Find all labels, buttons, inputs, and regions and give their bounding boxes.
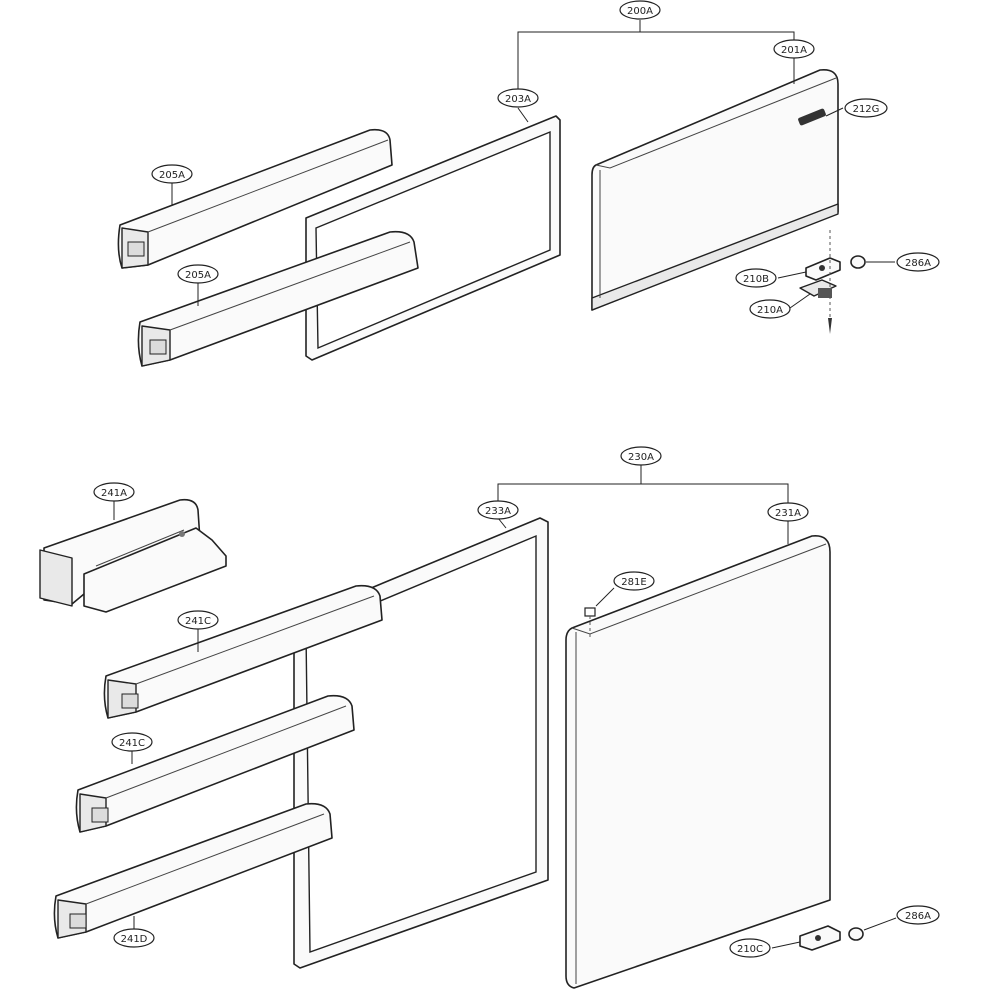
callout-201a: 201A (773, 39, 815, 59)
door-shelf-205a-lower (137, 230, 419, 367)
fridge-door-231a (565, 535, 831, 989)
callout-286a-bottom: 286A (896, 905, 940, 925)
bushing-286a-top (850, 255, 866, 269)
svg-text:203A: 203A (505, 94, 531, 105)
svg-text:205A: 205A (159, 170, 185, 181)
freezer-door-201a (591, 68, 839, 311)
door-shelf-205a-upper (117, 128, 393, 269)
bushing-286a-bottom (848, 927, 864, 941)
svg-text:281E: 281E (621, 577, 646, 588)
callout-210b: 210B (735, 268, 777, 288)
callout-241d: 241D (113, 928, 155, 948)
fridge-door-gasket-233a (293, 517, 549, 969)
svg-text:210C: 210C (737, 944, 763, 955)
callout-241a: 241A (93, 482, 135, 502)
dairy-compartment-241a (39, 498, 227, 613)
door-shelf-241c-upper (103, 584, 383, 719)
callout-286a-top: 286A (896, 252, 940, 272)
callout-210a: 210A (749, 299, 791, 319)
svg-text:241D: 241D (121, 934, 148, 945)
svg-text:233A: 233A (485, 506, 511, 517)
callout-233a: 233A (477, 500, 519, 520)
callout-231a: 231A (767, 502, 809, 522)
freezer-door-gasket-203a (305, 115, 561, 361)
callout-281e: 281E (613, 571, 655, 591)
svg-text:212G: 212G (853, 104, 880, 115)
svg-text:231A: 231A (775, 508, 801, 519)
hinge-210b (805, 257, 841, 281)
svg-text:200A: 200A (627, 6, 653, 17)
hinge-210c (799, 925, 841, 951)
svg-text:241A: 241A (101, 488, 127, 499)
callout-203a: 203A (497, 88, 539, 108)
svg-text:286A: 286A (905, 258, 931, 269)
svg-text:286A: 286A (905, 911, 931, 922)
svg-text:210A: 210A (757, 305, 783, 316)
svg-text:205A: 205A (185, 270, 211, 281)
svg-text:241C: 241C (119, 738, 145, 749)
callout-205a-upper: 205A (151, 164, 193, 184)
door-shelf-241c-lower (75, 694, 355, 833)
callout-212g: 212G (844, 98, 888, 118)
callout-230a: 230A (620, 446, 662, 466)
callout-241c-lower: 241C (111, 732, 153, 752)
svg-text:241C: 241C (185, 616, 211, 627)
svg-text:210B: 210B (743, 274, 769, 285)
svg-text:201A: 201A (781, 45, 807, 56)
handle-slot-212g (798, 108, 826, 126)
door-shelf-241d (53, 802, 333, 939)
screw-top (828, 318, 832, 334)
hinge-plate-210a (799, 279, 837, 298)
callout-205a-lower: 205A (177, 264, 219, 284)
svg-text:230A: 230A (628, 452, 654, 463)
callout-210c: 210C (729, 938, 771, 958)
callout-241c-upper: 241C (177, 610, 219, 630)
callout-200a: 200A (619, 0, 661, 20)
